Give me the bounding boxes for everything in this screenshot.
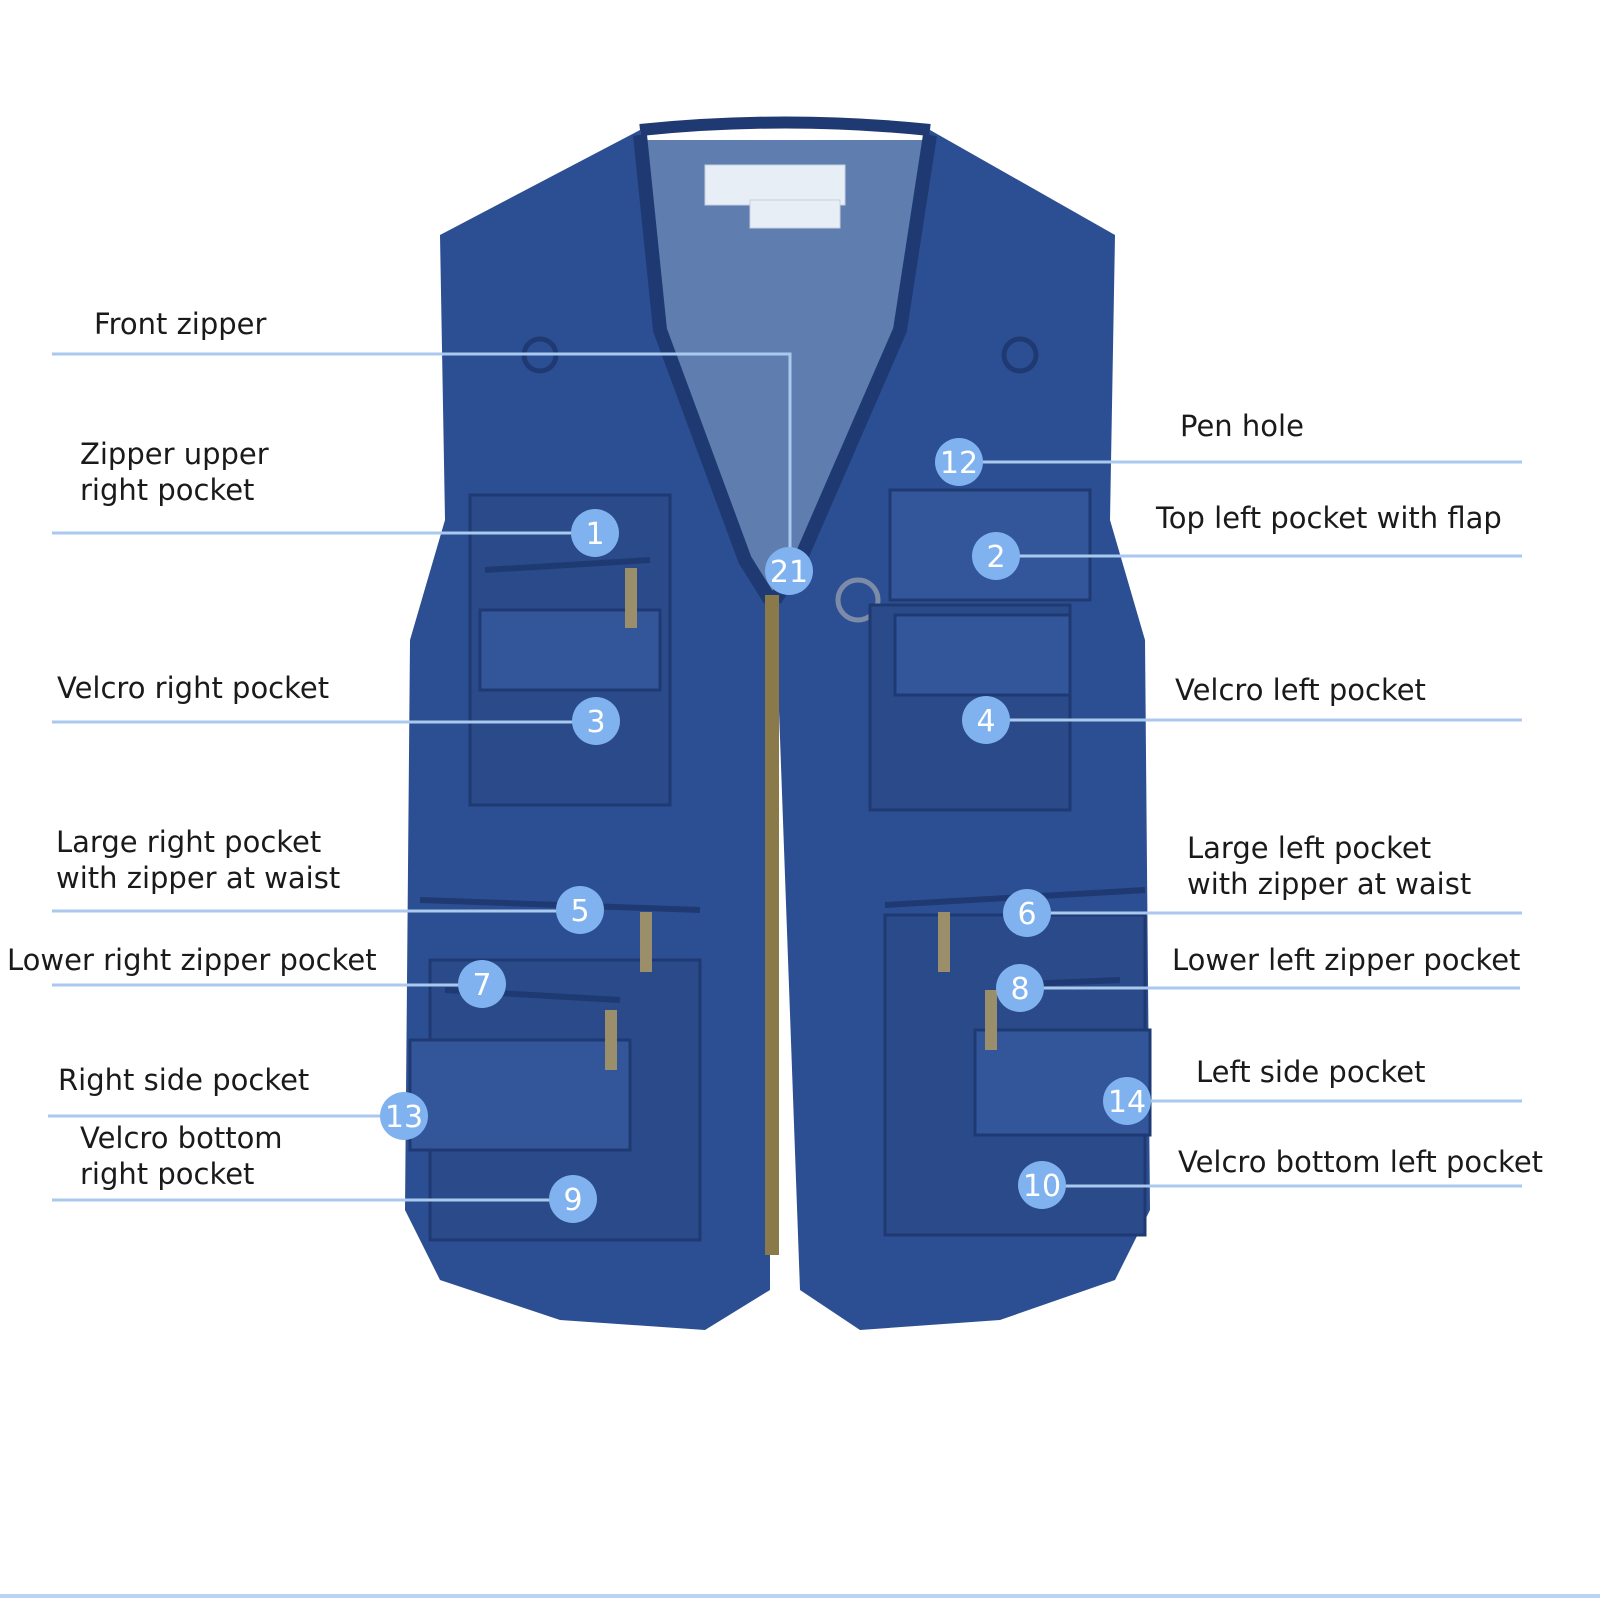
vest-label-patch (704, 164, 846, 206)
bottom-divider (0, 1594, 1600, 1598)
badge-number: 8 (1010, 972, 1029, 1007)
badge-velcro-left-pocket: 4 (962, 696, 1010, 744)
label-top-left-pocket-with-flap: Top left pocket with flap (1156, 501, 1502, 535)
badge-number: 6 (1017, 897, 1036, 932)
badge-number: 4 (976, 704, 995, 739)
badge-left-side-pocket: 14 (1103, 1077, 1151, 1125)
label-pen-hole: Pen hole (1180, 409, 1304, 443)
badge-velcro-bottom-right-pocket: 9 (549, 1175, 597, 1223)
leader-line-front-zipper (52, 352, 792, 570)
badge-number: 7 (472, 968, 491, 1003)
label-zipper-upper-right-pocket: Zipper upper right pocket (80, 437, 269, 507)
vest-label-patch-small (749, 199, 841, 229)
label-velcro-left-pocket: Velcro left pocket (1175, 673, 1426, 707)
badge-number: 10 (1023, 1169, 1061, 1204)
badge-zipper-upper-right-pocket: 1 (571, 509, 619, 557)
badge-right-side-pocket: 13 (380, 1092, 428, 1140)
zipper-pull (938, 912, 950, 972)
label-velcro-right-pocket: Velcro right pocket (57, 671, 330, 705)
pocket-chest-left-inner-flap (893, 613, 1072, 697)
zipper-pull (985, 990, 997, 1050)
label-left-side-pocket: Left side pocket (1196, 1055, 1426, 1089)
d-ring-right (1001, 336, 1039, 374)
label-right-side-pocket: Right side pocket (58, 1063, 310, 1097)
label-large-right-pocket: Large right pocket with zipper at waist (56, 825, 341, 895)
label-velcro-bottom-right-pocket: Velcro bottom right pocket (80, 1121, 283, 1191)
zipper-pull (625, 568, 637, 628)
badge-number: 1 (585, 517, 604, 552)
badge-velcro-right-pocket: 3 (572, 697, 620, 745)
zipper-pull (605, 1010, 617, 1070)
d-ring-chest (835, 577, 881, 623)
zipper-pull (640, 912, 652, 972)
badge-number: 2 (986, 540, 1005, 575)
leader-lines (48, 352, 1522, 1202)
badge-number: 14 (1108, 1085, 1146, 1120)
label-velcro-bottom-left-pocket: Velcro bottom left pocket (1178, 1145, 1544, 1179)
badge-top-left-pocket-with-flap: 2 (972, 532, 1020, 580)
badge-number: 12 (940, 446, 978, 481)
denim-vest-illustration (405, 116, 1152, 1330)
badge-number: 9 (563, 1183, 582, 1218)
badge-number: 21 (770, 555, 808, 590)
numbered-badges: 21 1 3 5 7 13 9 12 (380, 438, 1151, 1223)
vest-collar-trim (639, 116, 931, 136)
badge-lower-left-zipper-pocket: 8 (996, 964, 1044, 1012)
badge-number: 5 (570, 894, 589, 929)
badge-lower-right-zipper-pocket: 7 (458, 960, 506, 1008)
label-large-left-pocket: Large left pocket with zipper at waist (1187, 831, 1472, 901)
badge-number: 13 (385, 1100, 423, 1135)
label-lower-left-zipper-pocket: Lower left zipper pocket (1172, 943, 1521, 977)
badge-large-left-pocket: 6 (1003, 889, 1051, 937)
vest-neckline-left (633, 134, 776, 604)
pocket-lower-right-flap (408, 1038, 632, 1152)
badge-pen-hole: 12 (935, 438, 983, 486)
pocket-chest-right-zip (484, 557, 651, 573)
badge-number: 3 (586, 705, 605, 740)
center-zipper (765, 595, 779, 1255)
badge-front-zipper: 21 (765, 547, 813, 595)
badge-velcro-bottom-left-pocket: 10 (1018, 1161, 1066, 1209)
label-lower-right-zipper-pocket: Lower right zipper pocket (7, 943, 377, 977)
vest-back-mesh (640, 140, 930, 600)
badge-large-right-pocket: 5 (556, 886, 604, 934)
label-front-zipper: Front zipper (94, 307, 267, 341)
